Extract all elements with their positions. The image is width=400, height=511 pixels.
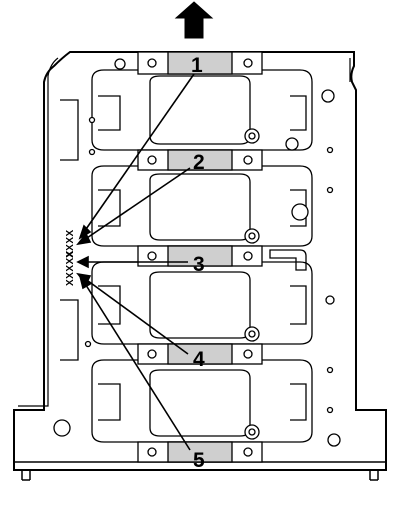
leader-lines bbox=[76, 73, 195, 451]
main-bearing-caps bbox=[137, 51, 263, 463]
callout-5: 5 bbox=[193, 449, 205, 472]
code-mark-bottom: XXXXX bbox=[65, 250, 76, 286]
callout-4: 4 bbox=[193, 348, 205, 371]
bolt-holes bbox=[53, 58, 341, 457]
callout-3: 3 bbox=[193, 253, 205, 276]
arrow-up-icon bbox=[174, 1, 214, 39]
callout-1: 1 bbox=[191, 54, 203, 77]
callout-2: 2 bbox=[193, 151, 205, 174]
code-mark-top: XXXX bbox=[65, 229, 76, 258]
